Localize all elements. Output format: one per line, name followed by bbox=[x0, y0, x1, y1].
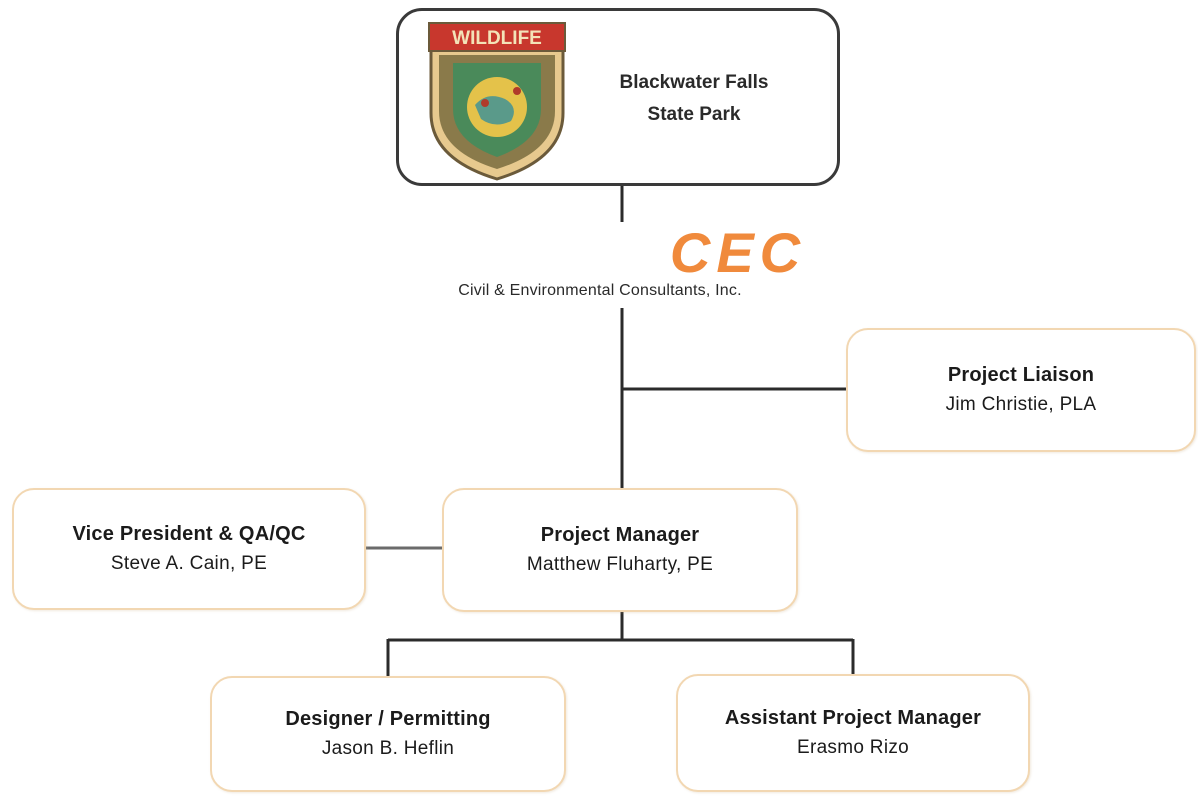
assistant-pm-box: Assistant Project Manager Erasmo Rizo bbox=[676, 674, 1030, 792]
park-name-line1: Blackwater Falls bbox=[619, 72, 769, 93]
project-manager-box: Project Manager Matthew Fluharty, PE bbox=[442, 488, 798, 612]
park-box: WILDLIFE Blackwater Falls State Park bbox=[396, 8, 840, 186]
vice-president-role: Vice President & QA/QC bbox=[72, 523, 306, 545]
cec-logo: CEC bbox=[670, 222, 806, 280]
project-manager-person: Matthew Fluharty, PE bbox=[526, 554, 714, 575]
consultant-name: Civil & Environmental Consultants, Inc. bbox=[458, 282, 742, 299]
liaison-person: Jim Christie, PLA bbox=[945, 394, 1097, 415]
badge-title: WILDLIFE bbox=[452, 28, 542, 49]
liaison-box: Project Liaison Jim Christie, PLA bbox=[846, 328, 1196, 452]
park-name-line2: State Park bbox=[647, 104, 741, 125]
vice-president-person: Steve A. Cain, PE bbox=[110, 553, 268, 574]
wildlife-badge-logo: WILDLIFE bbox=[428, 22, 566, 181]
assistant-pm-person: Erasmo Rizo bbox=[796, 737, 910, 758]
assistant-pm-role: Assistant Project Manager bbox=[724, 707, 982, 729]
project-manager-role: Project Manager bbox=[540, 524, 700, 546]
liaison-role: Project Liaison bbox=[947, 364, 1095, 386]
designer-box: Designer / Permitting Jason B. Heflin bbox=[210, 676, 566, 792]
cec-logo-text: CEC bbox=[670, 222, 806, 280]
designer-role: Designer / Permitting bbox=[285, 708, 491, 730]
designer-person: Jason B. Heflin bbox=[321, 738, 455, 759]
vice-president-box: Vice President & QA/QC Steve A. Cain, PE bbox=[12, 488, 366, 610]
park-name: Blackwater Falls State Park bbox=[589, 67, 799, 131]
